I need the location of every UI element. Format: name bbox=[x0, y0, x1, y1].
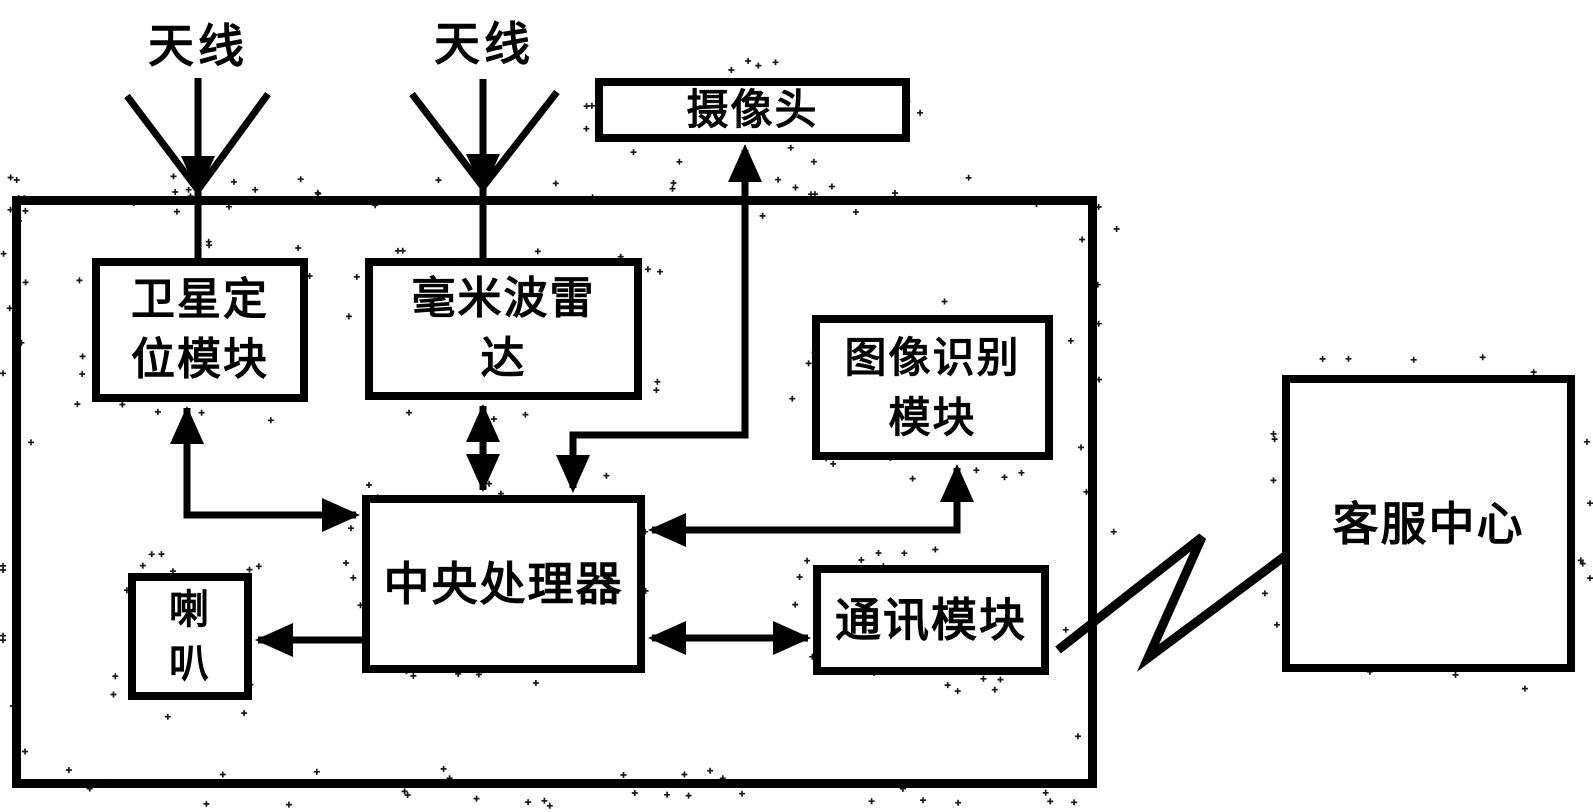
antenna-left-label: 天线 bbox=[148, 19, 248, 73]
arrowhead-antenna-left-down bbox=[181, 156, 215, 194]
arrowhead-into-imgrec-up bbox=[940, 464, 974, 502]
image-recognition-label-line2: 模块 bbox=[888, 392, 977, 442]
connector-satellite-cpu bbox=[183, 408, 356, 519]
communication-module-box: 通讯模块 bbox=[813, 565, 1049, 675]
camera-box: 摄像头 bbox=[595, 78, 910, 142]
connector-imgrec-cpu bbox=[652, 468, 961, 534]
arrowhead-into-cpu-right-left bbox=[648, 513, 686, 547]
arrowhead-into-satellite-up bbox=[170, 406, 204, 444]
central-processor-label: 中央处理器 bbox=[383, 557, 624, 611]
antenna-right-label: 天线 bbox=[434, 17, 534, 71]
satellite-module-label-line2: 位模块 bbox=[131, 334, 269, 385]
communication-module-label: 通讯模块 bbox=[835, 593, 1027, 647]
radar-label-line2: 达 bbox=[480, 333, 527, 384]
speaker-box: 喇 叭 bbox=[128, 573, 252, 700]
image-recognition-label-line1: 图像识别 bbox=[844, 332, 1021, 382]
arrowhead-into-cpu-top-down bbox=[556, 455, 590, 493]
satellite-positioning-module-box: 卫星定 位模块 bbox=[92, 258, 308, 402]
speaker-label-line1: 喇 bbox=[169, 586, 211, 633]
image-recognition-module-box: 图像识别 模块 bbox=[812, 315, 1053, 460]
customer-service-center-label: 客服中心 bbox=[1332, 496, 1525, 551]
arrowhead-into-camera-up bbox=[728, 144, 762, 182]
arrowhead-into-radar-up bbox=[466, 404, 500, 442]
satellite-module-label-line1: 卫星定 bbox=[131, 274, 269, 325]
speaker-label-line2: 叭 bbox=[169, 640, 211, 687]
arrowheads bbox=[170, 144, 974, 657]
arrowhead-into-cpu-from-comm-left bbox=[648, 621, 686, 655]
arrowhead-into-speaker-left bbox=[255, 623, 293, 657]
radar-label-line1: 毫米波雷 bbox=[411, 273, 596, 324]
camera-label: 摄像头 bbox=[686, 85, 819, 134]
arrowhead-into-comm-right bbox=[773, 621, 811, 655]
central-processor-box: 中央处理器 bbox=[362, 495, 645, 673]
millimeter-wave-radar-box: 毫米波雷 达 bbox=[365, 258, 642, 400]
wireless-link-zigzag-icon bbox=[1055, 533, 1288, 672]
customer-service-center-box: 客服中心 bbox=[1282, 375, 1575, 672]
arrowhead-into-cpu-left-right bbox=[322, 498, 360, 532]
arrowhead-into-cpu-from-radar-down bbox=[466, 454, 500, 492]
arrowhead-antenna-right-down bbox=[466, 154, 500, 192]
